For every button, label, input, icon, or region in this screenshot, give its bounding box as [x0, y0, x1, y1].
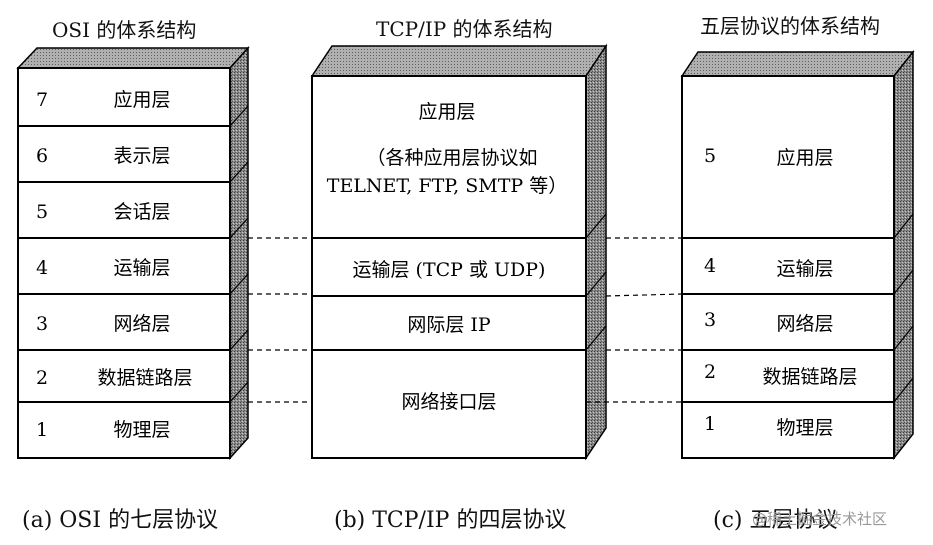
- osi-layer-5-label: 会话层: [113, 201, 170, 223]
- osi-layer-7-label: 应用层: [113, 89, 170, 111]
- tcpip-stack-top-face: [310, 45, 608, 77]
- tcpip-application-note-line1: （各种应用层协议如: [366, 147, 537, 169]
- osi-stack-top-face: [16, 47, 250, 69]
- watermark: @稀土掘金技术社区: [752, 510, 888, 528]
- osi-layer-6-label: 表示层: [113, 145, 170, 167]
- layer-correspondence-lines: [248, 237, 683, 403]
- five-stack-side-face: [893, 49, 914, 461]
- osi-layer-3-label: 网络层: [113, 313, 170, 335]
- five-layer-title: 五层协议的体系结构: [700, 14, 880, 38]
- osi-stack-front: [17, 67, 231, 459]
- five-layer-caption: (c) 五层协议: [713, 508, 838, 533]
- tcpip-application-layer-label: 应用层: [418, 101, 475, 123]
- five-layer-2-label: 数据链路层: [762, 366, 857, 388]
- osi-layer-7-number: 7: [36, 89, 48, 111]
- five-layer-4-label: 运输层: [776, 258, 833, 280]
- tcpip-caption: (b) TCP/IP 的四层协议: [334, 508, 567, 533]
- osi-layer-2-number: 2: [36, 367, 48, 389]
- five-layer-4-number: 4: [704, 255, 716, 277]
- five-layer-5-label: 应用层: [776, 147, 833, 169]
- osi-caption: (a) OSI 的七层协议: [22, 508, 219, 533]
- osi-layer-5-number: 5: [36, 201, 48, 223]
- osi-title: OSI 的体系结构: [52, 18, 197, 42]
- osi-layer-2-label: 数据链路层: [97, 367, 192, 389]
- five-layer-2-number: 2: [704, 361, 716, 383]
- five-stack-top-face: [680, 51, 915, 77]
- dashed-line-transport-bottom-right: [605, 293, 683, 297]
- tcpip-application-note-line2: TELNET, FTP, SMTP 等）: [327, 175, 567, 197]
- five-layer-1-number: 1: [704, 413, 716, 435]
- osi-layer-4-label: 运输层: [113, 257, 170, 279]
- five-layer-3-number: 3: [704, 309, 716, 331]
- tcpip-title: TCP/IP 的体系结构: [376, 17, 553, 41]
- five-layer-1-label: 物理层: [776, 417, 833, 439]
- five-layer-5-number: 5: [704, 145, 716, 167]
- tcpip-stack-side-face: [585, 43, 607, 461]
- five-stack-front: [681, 75, 895, 459]
- tcpip-network-interface-layer-label: 网络接口层: [401, 391, 496, 413]
- tcpip-stack-front: [311, 75, 587, 459]
- tcpip-stack: 应用层 （各种应用层协议如 TELNET, FTP, SMTP 等） 运输层 (…: [310, 43, 608, 461]
- five-layer-3-label: 网络层: [776, 313, 833, 335]
- osi-layer-3-number: 3: [36, 313, 48, 335]
- osi-layer-1-number: 1: [36, 419, 48, 441]
- osi-layer-6-number: 6: [36, 145, 48, 167]
- tcpip-transport-layer-label: 运输层 (TCP 或 UDP): [353, 259, 546, 281]
- five-layer-stack: 5 应用层 4 运输层 3 网络层 2 数据链路层 1 物理层: [680, 49, 915, 461]
- osi-layer-1-label: 物理层: [113, 419, 170, 441]
- osi-stack: 7 应用层 6 表示层 5 会话层 4 运输层 3 网络层 2 数据链路层 1 …: [16, 46, 250, 460]
- tcpip-internet-layer-label: 网际层 IP: [407, 314, 491, 336]
- osi-layer-4-number: 4: [36, 257, 48, 279]
